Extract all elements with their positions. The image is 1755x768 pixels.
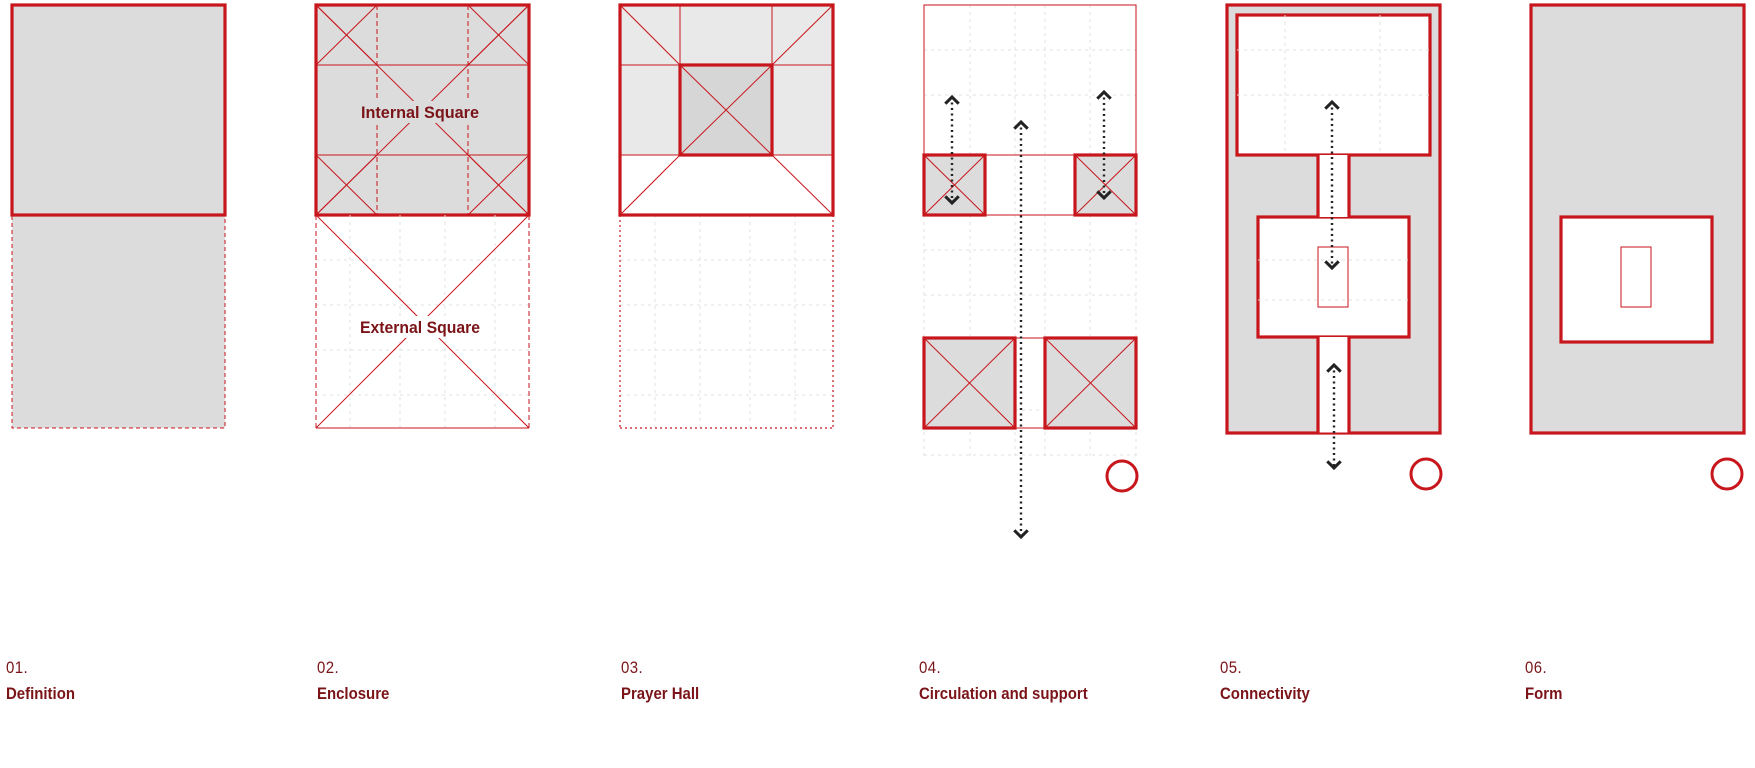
prayer-hall-core: [1620, 246, 1652, 308]
diagram-01-definition: [10, 3, 227, 429]
step-title: Prayer Hall: [621, 684, 700, 703]
step-title: Enclosure: [317, 684, 390, 703]
support-block: [922, 336, 1017, 430]
upper-volume: [10, 3, 227, 217]
north-marker: [1409, 457, 1443, 491]
step-number: 05.: [1220, 658, 1243, 677]
step-number: 04.: [919, 658, 942, 677]
step-title: Circulation and support: [919, 684, 1088, 703]
lower-volume: [11, 214, 226, 429]
step-title: Form: [1525, 684, 1563, 703]
external-square-label: External Square: [360, 318, 480, 337]
step-number: 02.: [317, 658, 340, 677]
diagram-04-circulation: [922, 4, 1139, 540]
diagram-06-form: [1529, 3, 1746, 491]
diagram-05-connectivity: [1225, 3, 1443, 491]
support-block: [1073, 153, 1138, 217]
step-title: Connectivity: [1220, 684, 1310, 703]
support-block: [922, 153, 987, 217]
enclosure-outline: [618, 3, 835, 217]
step-number: 01.: [6, 658, 29, 677]
central-court: [1559, 215, 1714, 344]
north-marker: [1710, 457, 1744, 491]
north-marker: [1105, 459, 1139, 493]
step-title: Definition: [6, 684, 75, 703]
support-block: [1043, 336, 1138, 430]
diagram-03-prayer-hall: [618, 3, 835, 429]
step-number: 06.: [1525, 658, 1548, 677]
internal-square-label: Internal Square: [361, 103, 479, 122]
step-number: 03.: [621, 658, 644, 677]
diagram-02-enclosure: Internal Square External Square: [314, 3, 531, 429]
